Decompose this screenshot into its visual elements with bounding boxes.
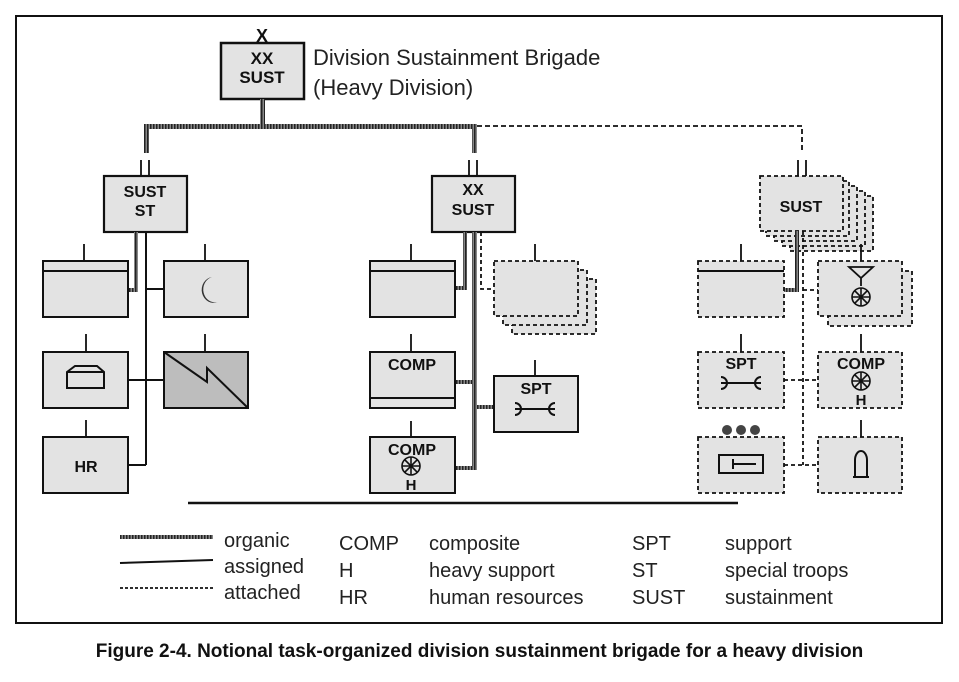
unit-right-medical xyxy=(697,425,785,494)
unit-left-signal2 xyxy=(163,334,249,409)
unit-sust-st: SUST ST xyxy=(102,160,189,234)
unit-center-spt: SPT xyxy=(493,360,579,433)
maintenance-wheel-icon xyxy=(851,371,871,391)
legend-meaning: heavy support xyxy=(429,560,555,582)
unit-label: SUST xyxy=(239,68,285,87)
unit-right-ammo xyxy=(817,420,903,494)
antenna-icon xyxy=(846,266,876,286)
unit-center-sust: XX SUST xyxy=(430,160,517,234)
maintenance-wheel-icon xyxy=(401,456,421,476)
ammunition-icon xyxy=(853,450,869,478)
legend-abbr: ST xyxy=(632,560,658,582)
medical-icon xyxy=(718,454,764,474)
legend-meaning: human resources xyxy=(429,587,584,609)
echelon-marker: X xyxy=(256,26,268,46)
legend-abbr: SPT xyxy=(632,533,671,555)
unit-label: ST xyxy=(135,203,156,220)
organic-line-top xyxy=(144,99,477,153)
legend: organic assigned attached COMP H HR comp… xyxy=(119,530,848,609)
legend-abbr: HR xyxy=(339,587,368,609)
supply-icon xyxy=(720,376,762,390)
legend-meaning: special troops xyxy=(725,560,848,582)
legend-organic-swatch xyxy=(120,535,213,539)
maintenance-wheel-icon xyxy=(851,287,871,307)
unit-label: SUST xyxy=(780,199,823,216)
attached-line-top xyxy=(477,125,803,152)
unit-label: SUST xyxy=(452,202,495,219)
unit-right-spt: SPT xyxy=(697,334,785,409)
unit-label: COMP xyxy=(388,442,436,459)
legend-meaning: composite xyxy=(429,533,520,555)
lightning-icon xyxy=(163,351,249,409)
unit-right-comp-h: COMP H xyxy=(817,334,903,409)
legend-abbr: SUST xyxy=(632,587,685,609)
unit-right-hq xyxy=(697,244,785,318)
unit-echelon: XX xyxy=(251,49,274,68)
legend-label: attached xyxy=(224,582,301,604)
unit-left-signal xyxy=(163,244,249,318)
figure-caption: Figure 2-4. Notional task-organized divi… xyxy=(95,641,864,662)
unit-right-sust-stack: SUST xyxy=(759,160,874,252)
legend-label: organic xyxy=(224,530,290,552)
legend-label: assigned xyxy=(224,556,304,578)
diagram-subtitle: (Heavy Division) xyxy=(313,75,473,100)
unit-label: COMP xyxy=(388,357,436,374)
unit-center-attached-stack xyxy=(493,244,597,335)
supply-icon xyxy=(514,402,556,416)
legend-abbr: H xyxy=(339,560,353,582)
vehicle-icon xyxy=(66,365,105,389)
unit-label: COMP xyxy=(837,356,885,373)
echelon-dots-icon xyxy=(722,425,760,435)
unit-left-mp xyxy=(42,334,129,409)
unit-right-aviation-stack xyxy=(817,244,913,327)
unit-label: SUST xyxy=(124,184,167,201)
figure-frame xyxy=(15,15,943,624)
legend-meaning: support xyxy=(725,533,792,555)
unit-sublabel: H xyxy=(856,392,867,409)
unit-label: SPT xyxy=(520,381,551,398)
unit-sublabel: H xyxy=(406,477,417,494)
top-unit-dsb: X XX SUST xyxy=(219,26,306,101)
diagram-title: Division Sustainment Brigade xyxy=(313,45,600,70)
unit-left-hr: HR xyxy=(42,420,129,494)
unit-echelon: XX xyxy=(462,182,484,199)
legend-assigned-swatch xyxy=(119,559,214,564)
legend-meaning: sustainment xyxy=(725,587,833,609)
unit-center-comp-h: COMP H xyxy=(369,421,456,494)
unit-center-comp: COMP xyxy=(369,334,456,409)
unit-left-hq xyxy=(42,244,129,318)
unit-center-hq xyxy=(369,244,456,318)
legend-abbr: COMP xyxy=(339,533,399,555)
unit-label: HR xyxy=(74,459,98,476)
unit-label: SPT xyxy=(725,356,756,373)
